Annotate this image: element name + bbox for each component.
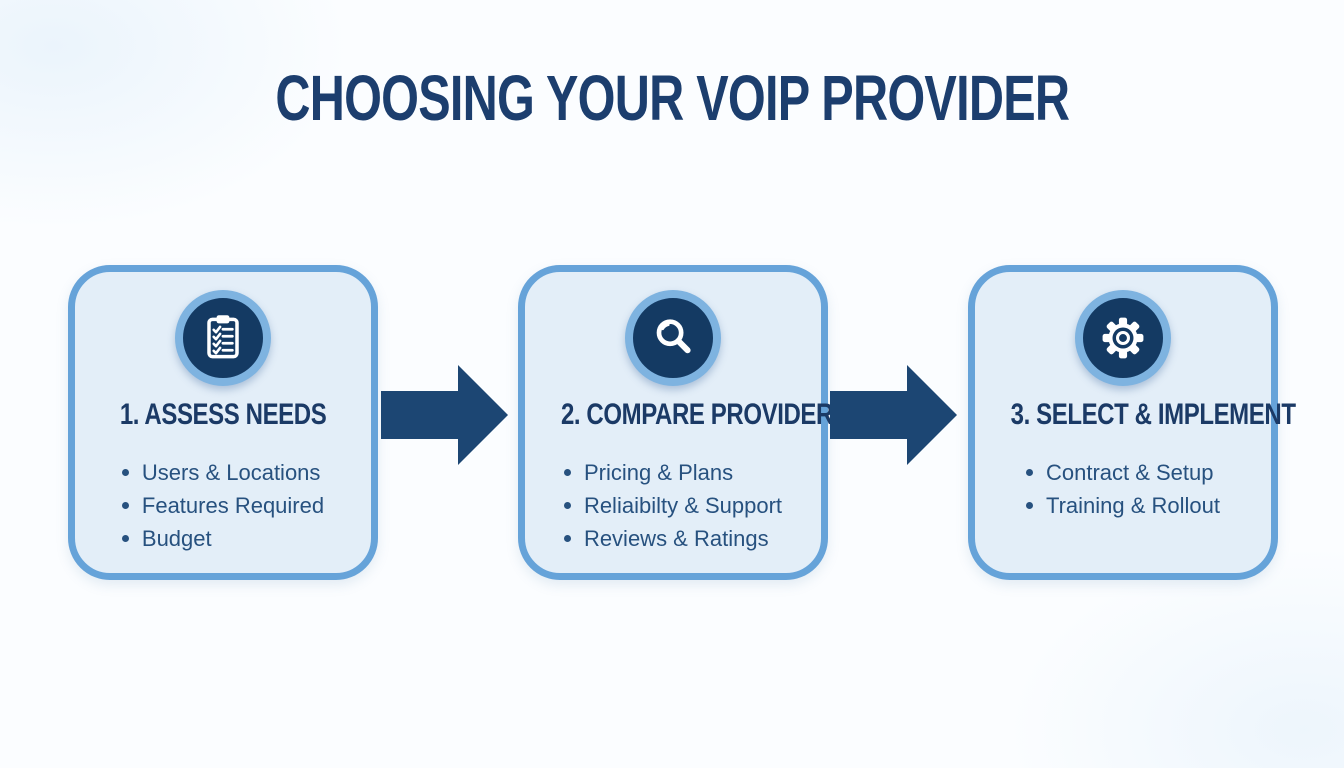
step-heading-text: 2. COMPARE PROVIDERS — [560, 398, 849, 431]
bullet-text: Contract & Setup — [1045, 460, 1214, 485]
bullet-dot — [1025, 502, 1033, 510]
bullet-text: Training & Rollout — [1045, 493, 1221, 518]
step-heading-text: 3. SELECT & IMPLEMENT — [1010, 398, 1296, 431]
list-item: Features Required — [121, 489, 325, 522]
bullet-list-compare-providers: Pricing & Plans Reliaibilty & Support Re… — [563, 456, 783, 555]
step-card-assess-needs: 1. ASSESS NEEDS Users & Locations Featur… — [68, 265, 378, 580]
step-heading-assess-needs: 1. ASSESS NEEDS — [75, 400, 371, 430]
bullet-list-select-implement: Contract & Setup Training & Rollout — [1025, 456, 1221, 522]
magnifier-glyph — [656, 319, 691, 354]
bullet-dot — [563, 502, 571, 510]
magnifier-icon — [625, 290, 721, 386]
list-item: Pricing & Plans — [563, 456, 782, 489]
bullet-text: Reviews & Ratings — [583, 526, 769, 551]
list-item: Reliaibilty & Support — [563, 489, 783, 522]
bullet-dot — [563, 535, 571, 543]
gear-icon — [1075, 290, 1171, 386]
bullet-text: Features Required — [141, 493, 325, 518]
bullet-dot — [121, 535, 129, 543]
bullet-text: Reliaibilty & Support — [583, 493, 783, 518]
bullet-dot — [121, 469, 129, 477]
flow-arrow-icon — [381, 365, 508, 465]
flow-arrow-icon — [830, 365, 957, 465]
bullet-dot — [1025, 469, 1033, 477]
gear-glyph — [1102, 317, 1144, 359]
bullet-dot — [563, 469, 571, 477]
bullet-dot — [121, 502, 129, 510]
bullet-list-assess-needs: Users & Locations Features Required Budg… — [121, 456, 325, 555]
page-title: CHOOSING YOUR VOIP PROVIDER — [0, 62, 1344, 134]
list-item: Reviews & Ratings — [563, 522, 782, 555]
step-card-compare-providers: 2. COMPARE PROVIDERS Pricing & Plans Rel… — [518, 265, 849, 580]
step-card-select-implement: 3. SELECT & IMPLEMENT Contract & Setup T… — [968, 265, 1296, 580]
bullet-text: Users & Locations — [141, 460, 321, 485]
page-title-text: CHOOSING YOUR VOIP PROVIDER — [275, 62, 1070, 134]
bullet-text: Budget — [141, 526, 212, 551]
list-item: Contract & Setup — [1025, 456, 1220, 489]
clipboard-checklist-glyph — [207, 315, 239, 359]
list-item: Training & Rollout — [1025, 489, 1221, 522]
list-item: Users & Locations — [121, 456, 324, 489]
step-heading-text: 1. ASSESS NEEDS — [119, 398, 327, 431]
step-heading-select-implement: 3. SELECT & IMPLEMENT — [975, 400, 1296, 430]
step-heading-compare-providers: 2. COMPARE PROVIDERS — [525, 400, 849, 430]
list-item: Budget — [121, 522, 324, 555]
clipboard-checklist-icon — [175, 290, 271, 386]
bullet-text: Pricing & Plans — [583, 460, 734, 485]
